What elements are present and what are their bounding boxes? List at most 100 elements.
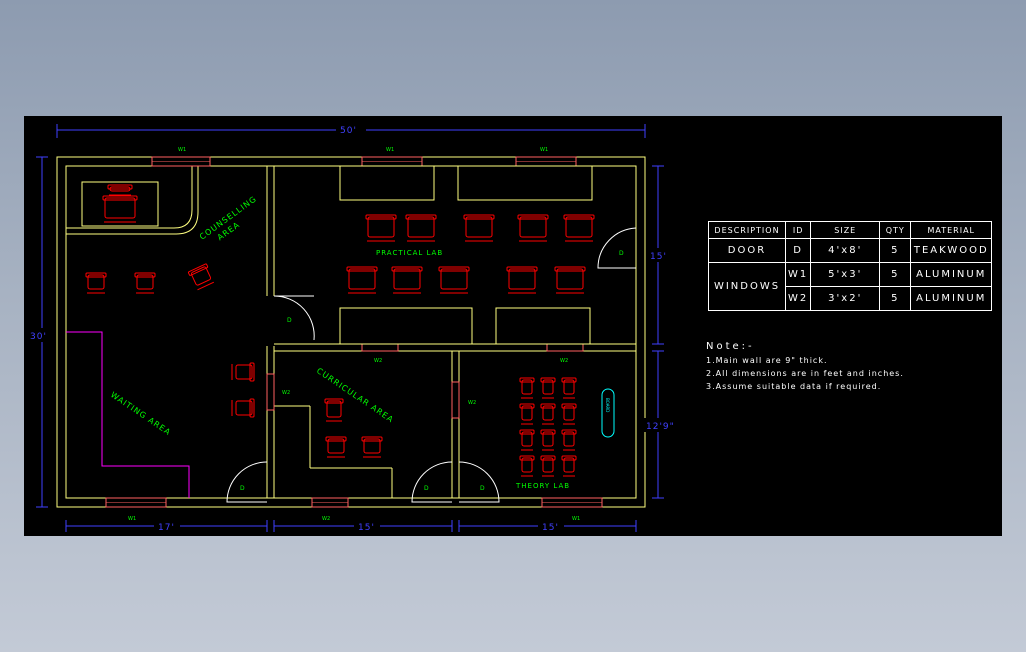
theory-chair <box>519 403 535 425</box>
lab-chair <box>346 266 378 294</box>
window-mid-1 <box>361 343 399 352</box>
schedule-cell: 3'x2' <box>810 286 881 311</box>
board: BOARD <box>601 388 615 438</box>
waiting-partition <box>66 331 190 498</box>
door-tag-1: D <box>287 317 292 324</box>
schedule-row: W2 3'x2' 5 ALUMINUM <box>709 286 993 311</box>
outer-walls <box>56 156 646 508</box>
door-theory <box>458 461 500 503</box>
schedule-cell: 5 <box>879 238 912 263</box>
waiting-chair <box>231 362 255 382</box>
counter <box>457 165 593 201</box>
schedule-cell: W1 <box>784 262 812 287</box>
theory-chair <box>519 429 535 451</box>
schedule-header-row: DESCRIPTION ID SIZE QTY MATERIAL <box>708 221 993 239</box>
interior-walls <box>66 166 636 498</box>
door-lab-left <box>273 295 315 341</box>
schedule-cell: DOOR <box>708 238 786 263</box>
window-tag: W2 <box>374 358 382 364</box>
counsellor-chair <box>102 195 138 223</box>
door-window-schedule: DESCRIPTION ID SIZE QTY MATERIAL DOOR D … <box>708 221 993 311</box>
theory-chair <box>561 377 577 399</box>
curricular-chair <box>325 436 347 458</box>
curricular-chair <box>361 436 383 458</box>
theory-chair <box>519 455 535 477</box>
dim-bottom-mid: 15' <box>358 523 375 533</box>
counter <box>339 165 435 201</box>
counter <box>495 307 591 345</box>
theory-chair <box>561 429 577 451</box>
window-tag: W1 <box>540 147 548 153</box>
furniture <box>85 184 595 477</box>
window-tag: W2 <box>322 516 330 522</box>
schedule-cell: 5 <box>879 262 912 287</box>
window-tag: W2 <box>560 358 568 364</box>
door-tag-2: D <box>619 250 624 257</box>
note-line: 2.All dimensions are in feet and inches. <box>706 369 904 378</box>
door-lab-right <box>597 227 637 269</box>
window-tag: W1 <box>572 516 580 522</box>
schedule-header: ID <box>784 221 812 239</box>
door-tag-3: D <box>240 485 245 492</box>
window-side-2 <box>451 381 460 419</box>
schedule-header: SIZE <box>810 221 881 239</box>
visitor-chair <box>134 272 156 294</box>
schedule-cell: W2 <box>784 286 812 311</box>
schedule-cell: 4'x8' <box>810 238 881 263</box>
label-waiting-area: WAITING AREA <box>109 390 173 437</box>
label-counselling: COUNSELLING AREA <box>198 192 268 250</box>
lab-chair <box>563 214 595 242</box>
theory-chair <box>540 403 556 425</box>
schedule-cell: WINDOWS <box>708 262 786 311</box>
schedule-cell: TEAKWOOD <box>910 238 993 263</box>
schedule-cell: ALUMINUM <box>910 262 993 287</box>
door-tag-5: D <box>480 485 485 492</box>
schedule-row: WINDOWS W1 5'x3' 5 ALUMINUM <box>708 262 993 311</box>
note-line: 3.Assume suitable data if required. <box>706 382 882 391</box>
board-label: BOARD <box>605 398 610 412</box>
drawing-viewport[interactable]: D D D D D W1 W1 W1 W1 W1 W2 W2 W2 W2 W2 … <box>24 116 1002 536</box>
door-waiting <box>226 461 268 503</box>
dim-right-lower: 12'9" <box>646 422 675 432</box>
notes-title: Note:- <box>706 341 755 352</box>
notes: Note:- 1.Main wall are 9" thick. 2.All d… <box>706 341 904 395</box>
lab-chair <box>463 214 495 242</box>
schedule-row: DOOR D 4'x8' 5 TEAKWOOD <box>708 238 993 263</box>
lab-chair <box>506 266 538 294</box>
dim-overall-height: 30' <box>30 332 47 342</box>
lab-counters <box>81 165 593 345</box>
theory-chair <box>561 403 577 425</box>
lab-chair <box>554 266 586 294</box>
counsellor-desk <box>81 181 159 227</box>
theory-chair <box>540 377 556 399</box>
curricular-chair <box>324 398 344 422</box>
lab-chair <box>405 214 437 242</box>
floor-plan: D D D D D W1 W1 W1 W1 W1 W2 W2 W2 W2 W2 … <box>28 124 684 533</box>
dim-bottom-right: 15' <box>542 523 559 533</box>
window-tag: W1 <box>386 147 394 153</box>
lab-chair <box>438 266 470 294</box>
schedule-cell: 5 <box>879 286 912 311</box>
window-side-1 <box>266 373 275 411</box>
window-mid-2 <box>546 343 584 352</box>
counter <box>339 307 473 345</box>
theory-chair <box>561 455 577 477</box>
visitor-chair <box>187 263 215 291</box>
dim-right-upper: 15' <box>650 252 667 262</box>
windows <box>105 156 603 508</box>
door-tag-4: D <box>424 485 429 492</box>
schedule-cell: D <box>784 238 812 263</box>
window-tag: W1 <box>128 516 136 522</box>
door-curricular <box>411 461 453 503</box>
lab-chair <box>517 214 549 242</box>
schedule-header: MATERIAL <box>910 221 993 239</box>
label-practical-lab: PRACTICAL LAB <box>376 249 443 257</box>
label-theory-lab: THEORY LAB <box>515 482 570 490</box>
dim-overall-width: 50' <box>340 126 357 136</box>
window-tag: W2 <box>282 390 290 396</box>
schedule-cell: ALUMINUM <box>910 286 993 311</box>
theory-chair <box>519 377 535 399</box>
theory-chair <box>540 429 556 451</box>
lab-chair <box>391 266 423 294</box>
window-tag: W2 <box>468 400 476 406</box>
